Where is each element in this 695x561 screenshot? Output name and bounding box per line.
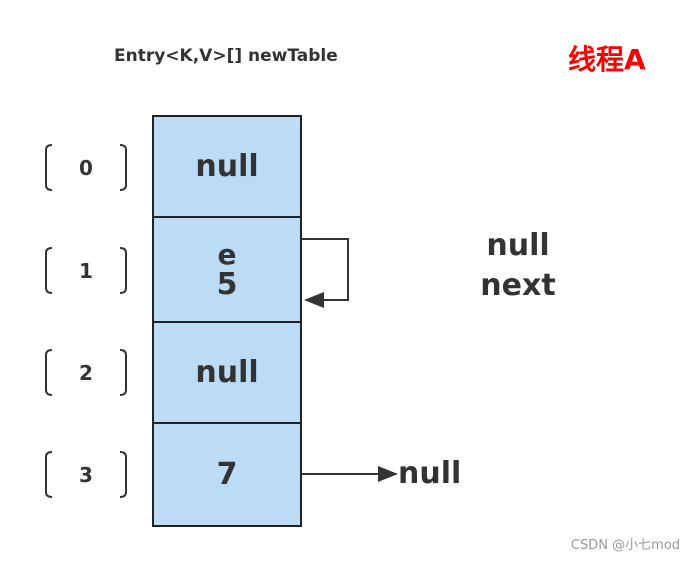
side-note: null next	[478, 226, 558, 306]
table-cell-2: null	[152, 321, 302, 424]
table-cell-1: e 5	[152, 216, 302, 323]
side-note-line1: null	[486, 228, 550, 263]
index-bracket-3	[45, 451, 127, 498]
watermark: CSDN @小七mod	[570, 538, 680, 553]
array-label: Entry<K,V>[] newTable	[114, 46, 338, 66]
index-label-1: 1	[79, 259, 93, 283]
cell-value: 7	[216, 456, 238, 492]
table-cell-3: 7	[152, 422, 302, 527]
index-label-2: 2	[79, 361, 93, 385]
index-bracket-1	[45, 247, 127, 294]
self-loop-arrow	[302, 238, 349, 308]
arrow-target-label: null	[398, 456, 462, 491]
cell-value: null	[195, 354, 259, 390]
index-bracket-2	[45, 349, 127, 396]
table-cell-0: null	[152, 115, 302, 218]
thread-label: 线程A	[568, 43, 646, 76]
cell-entry-name: e	[217, 237, 237, 271]
side-note-line2: next	[480, 268, 556, 303]
cell-value: 5	[216, 266, 238, 302]
index-bracket-0	[45, 144, 127, 191]
index-label-0: 0	[79, 156, 93, 180]
index-label-3: 3	[79, 463, 93, 487]
cell-value: null	[195, 148, 259, 184]
